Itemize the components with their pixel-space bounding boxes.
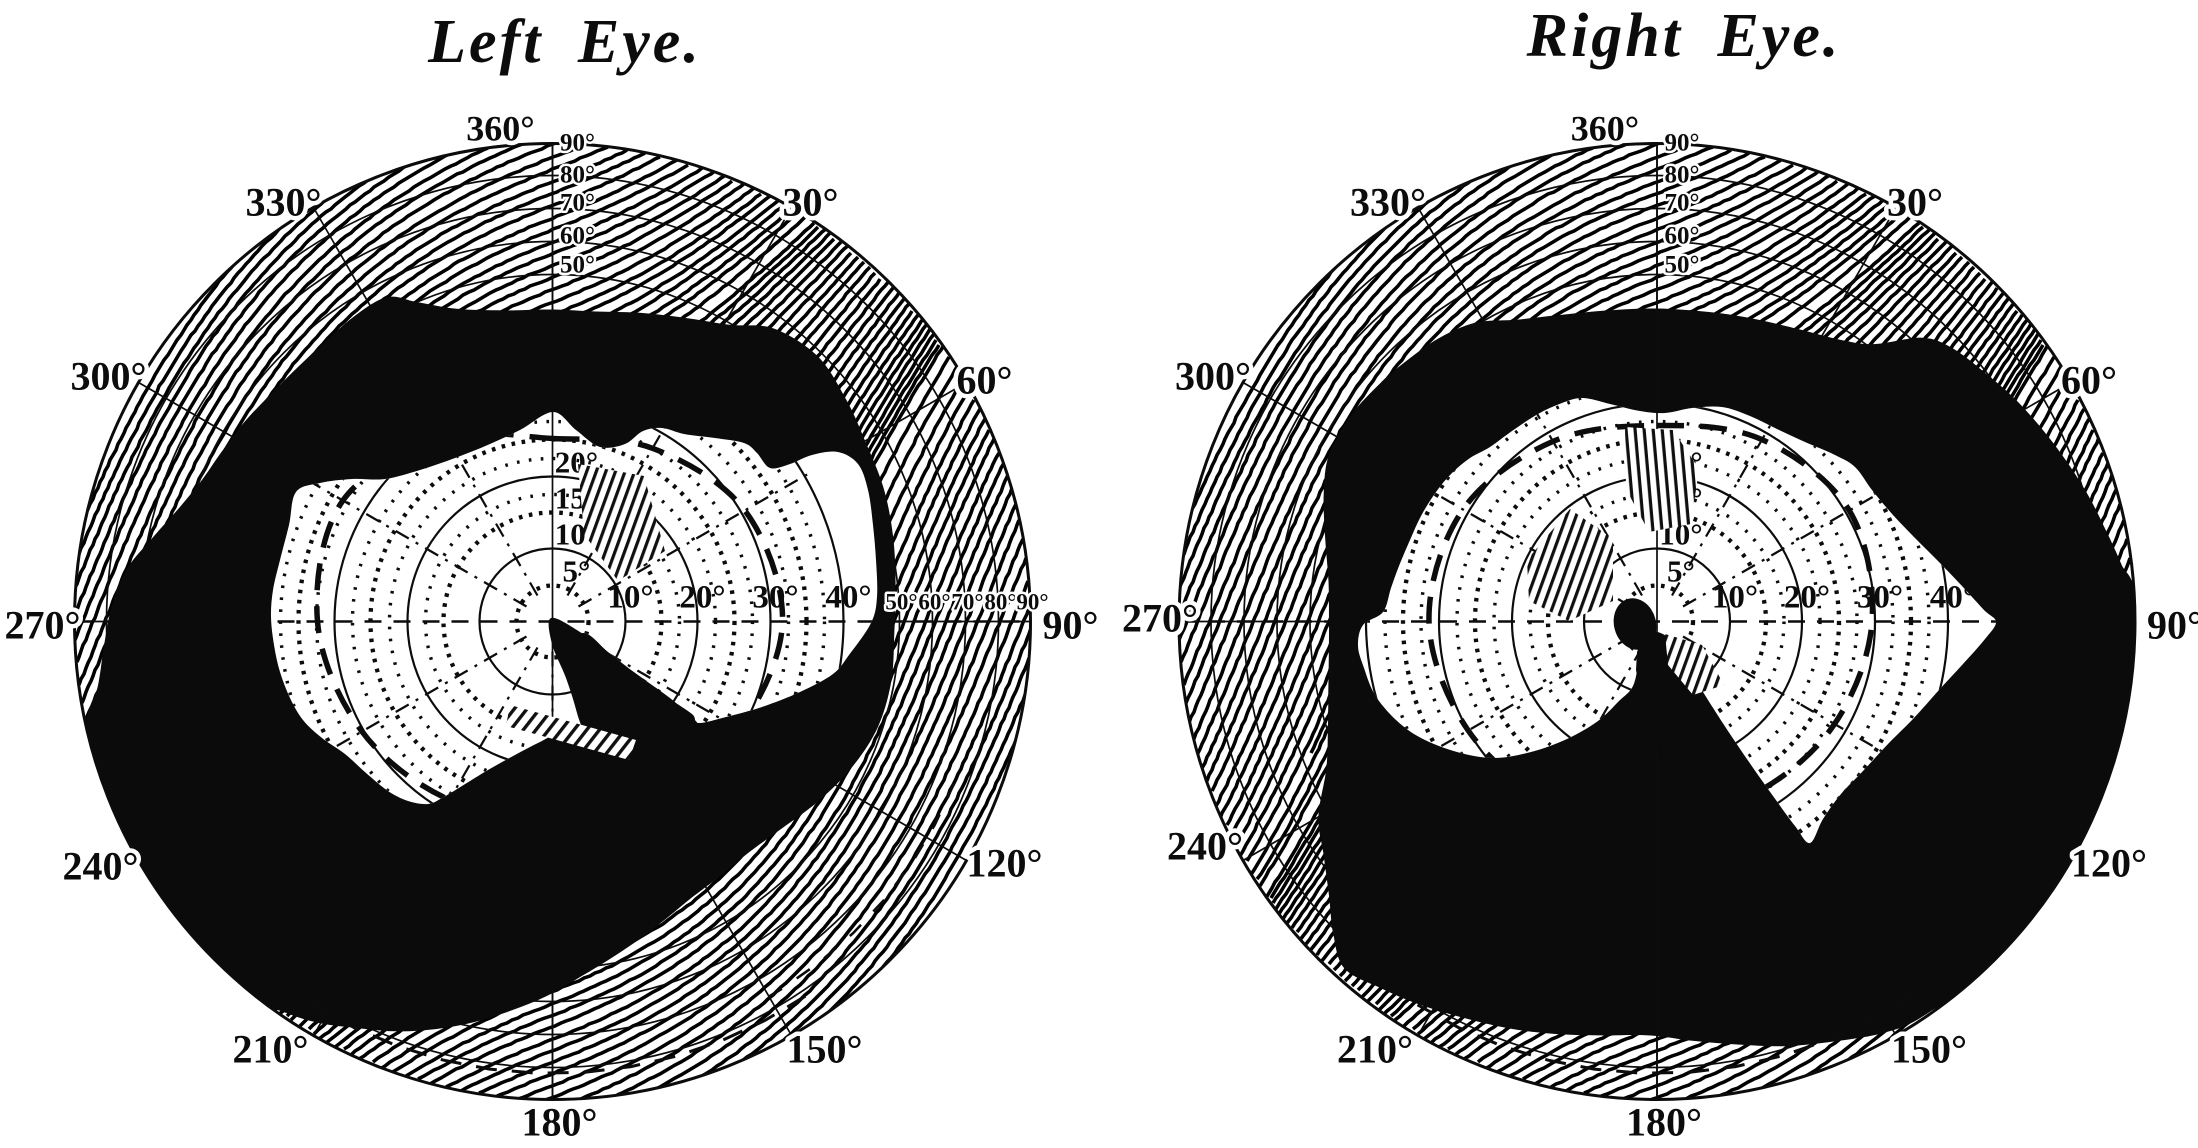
- svg-text:360°: 360°: [466, 109, 534, 149]
- svg-text:120°: 120°: [2071, 841, 2147, 886]
- svg-text:90°: 90°: [560, 130, 595, 157]
- svg-text:20°: 20°: [679, 580, 725, 616]
- svg-text:180°: 180°: [1626, 1100, 1702, 1144]
- svg-text:300°: 300°: [71, 354, 147, 399]
- svg-text:270°: 270°: [5, 603, 81, 648]
- svg-text:30°: 30°: [1857, 580, 1903, 616]
- svg-text:40°: 40°: [825, 580, 871, 616]
- svg-text:60°: 60°: [1665, 223, 1700, 250]
- svg-text:50°: 50°: [1665, 252, 1700, 279]
- svg-text:50°: 50°: [885, 590, 917, 615]
- svg-text:5°: 5°: [563, 554, 591, 589]
- svg-text:70°: 70°: [951, 590, 983, 615]
- svg-text:5°: 5°: [1667, 554, 1695, 589]
- svg-text:30°: 30°: [752, 580, 798, 616]
- svg-text:10°: 10°: [607, 580, 653, 616]
- svg-text:360°: 360°: [1571, 109, 1639, 149]
- svg-text:80°: 80°: [560, 162, 595, 189]
- svg-text:60°: 60°: [957, 358, 1013, 403]
- svg-text:20°: 20°: [1784, 580, 1830, 616]
- svg-text:Right Eye.: Right Eye.: [1526, 2, 1842, 70]
- svg-text:330°: 330°: [1350, 180, 1426, 225]
- svg-text:70°: 70°: [1665, 190, 1700, 217]
- svg-text:90°: 90°: [1016, 590, 1048, 615]
- svg-text:40°: 40°: [1930, 580, 1976, 616]
- svg-text:80°: 80°: [984, 590, 1016, 615]
- svg-text:30°: 30°: [783, 180, 839, 225]
- svg-text:60°: 60°: [918, 590, 950, 615]
- svg-text:300°: 300°: [1175, 354, 1251, 399]
- svg-text:150°: 150°: [1891, 1027, 1967, 1072]
- svg-text:150°: 150°: [787, 1027, 863, 1072]
- svg-text:60°: 60°: [2061, 358, 2117, 403]
- svg-text:90°: 90°: [1043, 603, 1099, 648]
- svg-text:Left Eye.: Left Eye.: [427, 8, 702, 76]
- svg-text:10°: 10°: [1712, 580, 1758, 616]
- svg-text:90°: 90°: [1665, 130, 1700, 157]
- svg-text:240°: 240°: [1167, 824, 1243, 869]
- svg-text:30°: 30°: [1887, 180, 1943, 225]
- svg-text:90°: 90°: [2147, 603, 2198, 648]
- svg-text:330°: 330°: [246, 180, 322, 225]
- svg-text:210°: 210°: [1337, 1027, 1413, 1072]
- svg-text:50°: 50°: [560, 252, 595, 279]
- svg-text:120°: 120°: [967, 841, 1043, 886]
- svg-text:70°: 70°: [560, 190, 595, 217]
- svg-text:210°: 210°: [233, 1027, 309, 1072]
- svg-text:60°: 60°: [560, 223, 595, 250]
- svg-text:240°: 240°: [63, 844, 139, 889]
- svg-text:80°: 80°: [1665, 162, 1700, 189]
- svg-text:270°: 270°: [1122, 596, 1198, 641]
- svg-text:180°: 180°: [522, 1100, 598, 1144]
